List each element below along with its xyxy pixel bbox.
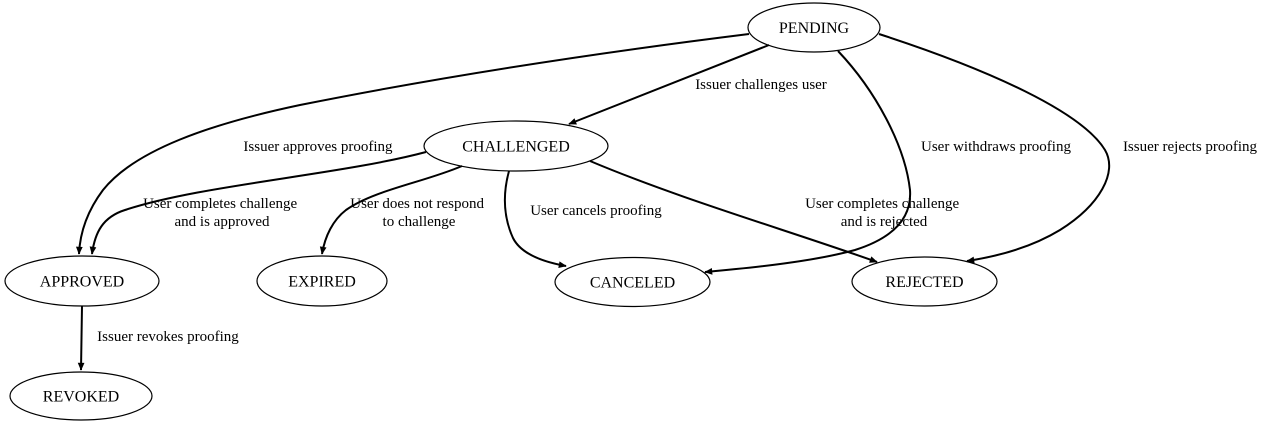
node-challenged-label: CHALLENGED bbox=[462, 139, 570, 156]
node-approved-label: APPROVED bbox=[40, 274, 124, 291]
edge-pending-rejected-arrow bbox=[878, 33, 1111, 264]
edge-challenged-expired-label: User does not respond to challenge bbox=[350, 196, 487, 230]
edge-pending-approved-label: Issuer approves proofing bbox=[243, 139, 393, 155]
edge-approved-revoked-arrow bbox=[77, 305, 85, 371]
edge-challenged-approved-label: User completes challenge and is approved bbox=[143, 196, 301, 230]
node-revoked-label: REVOKED bbox=[43, 389, 119, 406]
edge-pending-approved-arrow bbox=[75, 33, 750, 255]
node-pending-label: PENDING bbox=[779, 20, 850, 37]
node-expired-shape bbox=[256, 255, 388, 307]
edge-pending-approved: Issuer approves proofing bbox=[75, 33, 750, 255]
node-pending-shape bbox=[747, 2, 881, 53]
edge-pending-canceled-label: User withdraws proofing bbox=[921, 139, 1071, 155]
edge-pending-canceled-arrow bbox=[704, 50, 912, 275]
node-revoked-shape bbox=[9, 371, 153, 421]
edge-challenged-expired: User does not respond to challenge bbox=[319, 165, 487, 255]
node-canceled: CANCELED bbox=[554, 256, 711, 308]
edge-challenged-canceled: User cancels proofing bbox=[503, 170, 662, 269]
node-canceled-shape bbox=[554, 256, 711, 308]
node-approved: APPROVED bbox=[4, 255, 160, 307]
node-challenged-shape bbox=[423, 120, 609, 172]
edge-pending-challenged: Issuer challenges user bbox=[568, 44, 827, 125]
edge-challenged-approved-arrow bbox=[89, 151, 427, 255]
edge-pending-rejected: Issuer rejects proofing bbox=[878, 33, 1258, 264]
node-revoked: REVOKED bbox=[9, 371, 153, 421]
edge-pending-canceled: User withdraws proofing bbox=[704, 50, 1071, 275]
edge-approved-revoked-label: Issuer revokes proofing bbox=[97, 329, 239, 345]
edge-pending-challenged-arrow bbox=[568, 44, 770, 125]
edge-challenged-expired-arrow bbox=[319, 165, 463, 255]
edge-challenged-rejected: User completes challenge and is rejected bbox=[589, 160, 963, 263]
edge-approved-revoked: Issuer revokes proofing bbox=[77, 305, 239, 371]
node-rejected-label: REJECTED bbox=[885, 274, 963, 291]
node-challenged: CHALLENGED bbox=[423, 120, 609, 172]
edge-challenged-approved: User completes challenge and is approved bbox=[89, 151, 427, 255]
edge-pending-challenged-label: Issuer challenges user bbox=[695, 77, 827, 93]
edge-challenged-rejected-arrow bbox=[589, 160, 878, 263]
edge-challenged-canceled-label: User cancels proofing bbox=[530, 203, 662, 219]
node-rejected-shape bbox=[851, 256, 998, 307]
edge-challenged-canceled-arrow bbox=[503, 170, 567, 269]
edge-pending-rejected-label: Issuer rejects proofing bbox=[1123, 139, 1258, 155]
edge-challenged-rejected-label: User completes challenge and is rejected bbox=[805, 196, 963, 230]
node-canceled-label: CANCELED bbox=[590, 275, 675, 292]
node-expired-label: EXPIRED bbox=[288, 274, 356, 291]
node-rejected: REJECTED bbox=[851, 256, 998, 307]
node-expired: EXPIRED bbox=[256, 255, 388, 307]
node-pending: PENDING bbox=[747, 2, 881, 53]
